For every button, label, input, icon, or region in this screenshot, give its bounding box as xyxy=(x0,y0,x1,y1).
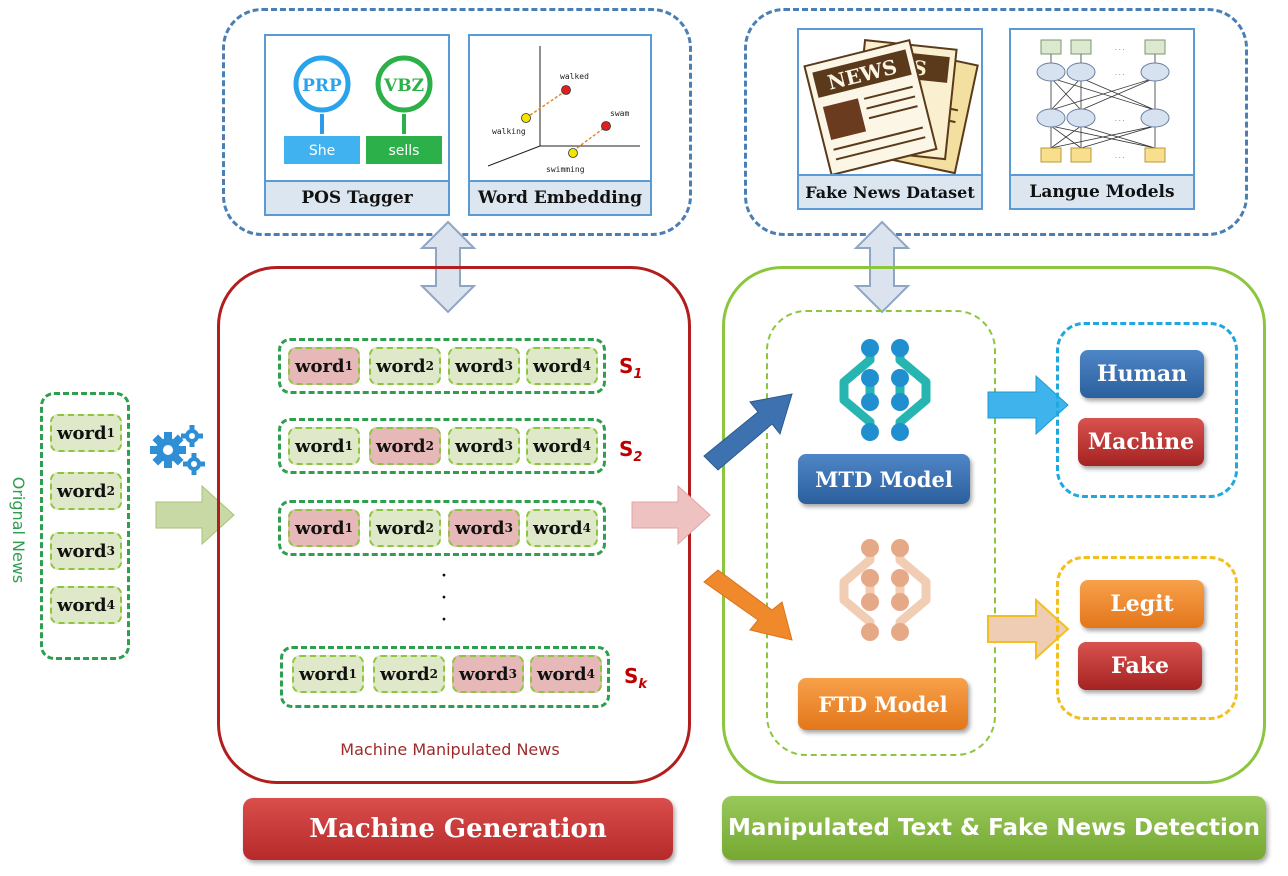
manipulated-row-3 xyxy=(278,500,606,556)
transformer-diagram-icon: . . . . . . . . . . . . xyxy=(1036,39,1170,163)
arrow-to-detection xyxy=(631,484,711,546)
detection-banner: Manipulated Text & Fake News Detection xyxy=(722,796,1266,860)
manipulated-row-2 xyxy=(278,418,606,474)
pos-tagger-label: POS Tagger xyxy=(264,180,450,216)
fake-output: Fake xyxy=(1078,642,1202,690)
original-news-label: Orignal News xyxy=(9,476,28,584)
ftd-brain-icon xyxy=(839,539,931,641)
arrow-to-mtd xyxy=(703,393,793,471)
arrow-to-ftd-outputs xyxy=(987,598,1070,660)
newspaper-icon: WS NEWS xyxy=(803,38,979,177)
walked-label: walked xyxy=(560,72,589,81)
language-models-panel: . . . . . . . . . . . . xyxy=(1009,28,1195,176)
word-embedding-panel: walked walking swam swimming xyxy=(468,34,652,182)
arrow-to-ftd xyxy=(703,569,793,641)
mtd-brain-icon xyxy=(839,339,931,441)
gears-icon xyxy=(150,425,205,475)
mtd-model-button[interactable]: MTD Model xyxy=(798,454,970,504)
svg-text:. . .: . . . xyxy=(1115,153,1125,160)
original-news-group xyxy=(40,392,130,660)
she-word: She xyxy=(309,143,335,159)
manipulated-row-k xyxy=(280,646,610,708)
sample-label-1: S1 xyxy=(619,354,643,382)
swam-label: swam xyxy=(610,109,629,118)
top-right-resources-group xyxy=(744,8,1248,236)
ellipsis-dots: ··· xyxy=(440,564,448,633)
sells-word: sells xyxy=(389,143,420,159)
detection-box xyxy=(722,266,1266,784)
machine-output: Machine xyxy=(1078,418,1204,466)
ftd-model-button[interactable]: FTD Model xyxy=(798,678,968,730)
word-embedding-illustration: walked walking swam swimming xyxy=(487,46,640,174)
pos-tagger-panel: PRP She VBZ sells xyxy=(264,34,450,182)
manipulated-row-1 xyxy=(278,338,606,394)
sample-label-2: S2 xyxy=(619,437,643,465)
models-group xyxy=(766,310,996,756)
fake-news-dataset-panel: WS NEWS xyxy=(797,28,983,177)
vbz-tag: VBZ xyxy=(383,76,424,96)
ftd-outputs-group xyxy=(1056,556,1238,720)
swimming-label: swimming xyxy=(546,165,585,174)
fake-news-dataset-label: Fake News Dataset xyxy=(797,174,983,210)
sample-label-k: Sk xyxy=(624,664,648,692)
machine-generation-banner: Machine Generation xyxy=(243,798,673,860)
human-output: Human xyxy=(1080,350,1204,398)
word-embedding-label: Word Embedding xyxy=(468,180,652,216)
mtd-outputs-group xyxy=(1056,322,1238,498)
pos-tagger-illustration: PRP She VBZ sells xyxy=(284,55,442,164)
svg-text:. . .: . . . xyxy=(1115,70,1125,77)
svg-text:. . .: . . . xyxy=(1115,116,1125,123)
language-models-label: Langue Models xyxy=(1009,174,1195,210)
machine-manipulated-caption: Machine Manipulated News xyxy=(340,740,560,759)
prp-tag: PRP xyxy=(302,76,342,96)
walking-label: walking xyxy=(492,127,526,136)
legit-output: Legit xyxy=(1080,580,1204,628)
svg-text:. . .: . . . xyxy=(1115,45,1125,52)
arrow-to-mtd-outputs xyxy=(987,374,1069,436)
